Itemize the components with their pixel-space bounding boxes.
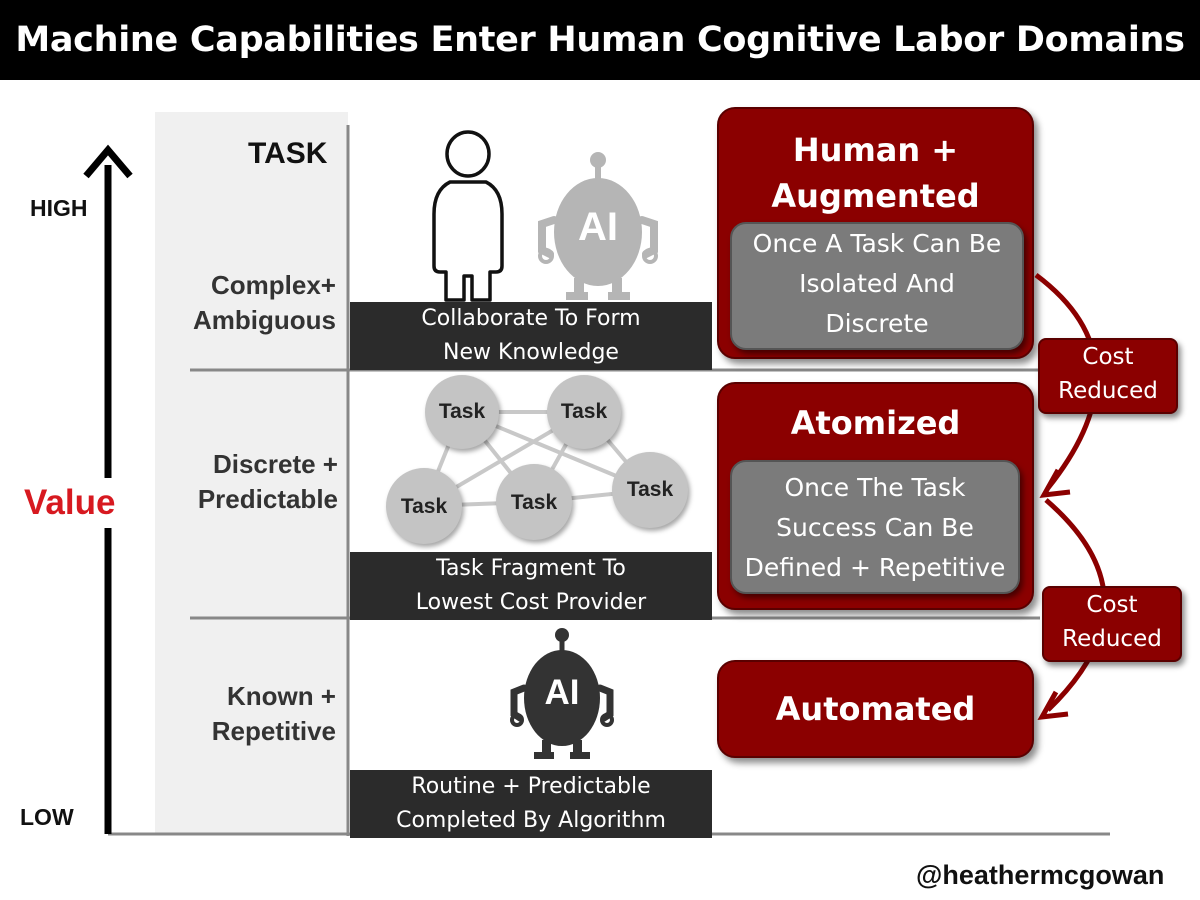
stage-automated: Automated xyxy=(717,660,1034,758)
ai-robot-grey-label: AI xyxy=(578,205,618,249)
task-node-label: Task xyxy=(510,491,558,514)
stage-title: Human + Augmented xyxy=(771,131,980,215)
ai-robot-dark-icon xyxy=(510,628,614,759)
stage-condition-isolated: Once A Task Can Be Isolated And Discrete xyxy=(730,222,1024,350)
page-title: Machine Capabilities Enter Human Cogniti… xyxy=(0,0,1200,80)
level-description-discrete: Task Fragment To Lowest Cost Provider xyxy=(350,552,712,620)
ai-robot-dark-label: AI xyxy=(544,673,580,712)
task-header: TASK xyxy=(248,137,328,170)
task-node-label: Task xyxy=(560,400,608,423)
level-description-complex: Collaborate To Form New Knowledge xyxy=(350,302,712,370)
level-description-known: Routine + Predictable Completed By Algor… xyxy=(350,770,712,838)
task-node xyxy=(496,464,572,540)
task-node-label: Task xyxy=(438,400,486,423)
task-node-label: Task xyxy=(626,478,674,501)
cost-reduced-badge: Cost Reduced xyxy=(1038,338,1178,414)
task-node-label: Task xyxy=(400,495,448,518)
task-node xyxy=(612,452,688,528)
level-label-complex: Complex+ Ambiguous xyxy=(193,270,336,335)
level-label-known: Known + Repetitive xyxy=(211,681,336,746)
cost-reduced-badge: Cost Reduced xyxy=(1042,586,1182,662)
stage-title: Atomized xyxy=(790,404,961,442)
stage-title: Automated xyxy=(775,690,976,728)
task-node xyxy=(386,468,462,544)
task-node xyxy=(425,375,499,449)
task-node xyxy=(547,375,621,449)
level-label-discrete: Discrete + Predictable xyxy=(197,449,338,514)
ai-robot-grey-icon xyxy=(538,152,658,300)
value-label-mask xyxy=(20,478,130,528)
stage-condition-defined: Once The Task Success Can Be Defined + R… xyxy=(730,460,1020,594)
axis-low-label: LOW xyxy=(20,804,74,830)
author-credit: @heathermcgowan xyxy=(916,860,1165,890)
axis-high-label: HIGH xyxy=(30,195,88,221)
label-column-background xyxy=(155,112,348,834)
value-axis-label: Value xyxy=(24,483,116,522)
human-figure-icon xyxy=(432,130,504,302)
